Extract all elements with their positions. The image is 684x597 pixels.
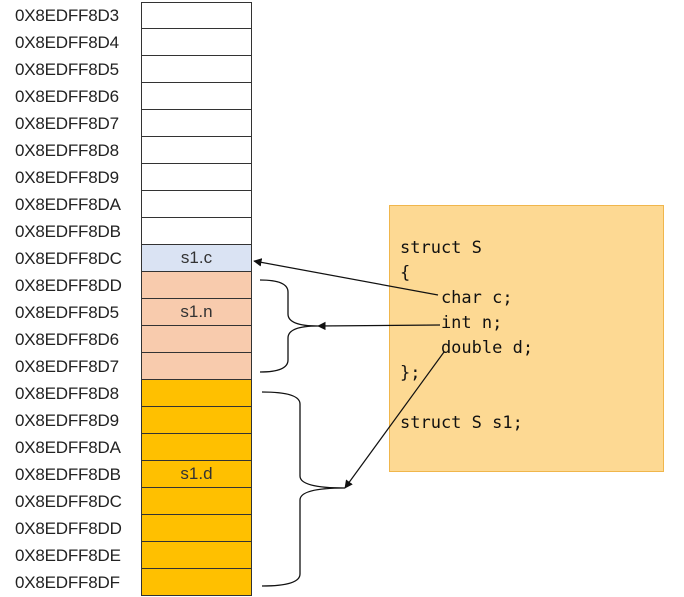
memory-cell-s1-n: s1.n bbox=[141, 299, 252, 326]
code-line: }; bbox=[400, 363, 421, 383]
arrow-double-d bbox=[344, 351, 445, 489]
struct-code-box: struct S { char c; int n; double d; }; s… bbox=[389, 205, 664, 472]
address-label: 0X8EDFF8DE bbox=[15, 546, 121, 565]
address-label: 0X8EDFF8DB bbox=[15, 465, 121, 484]
memory-cell bbox=[141, 83, 252, 110]
address-label: 0X8EDFF8D3 bbox=[15, 6, 119, 25]
memory-cell-s1-c: s1.c bbox=[141, 245, 252, 272]
address-label: 0X8EDFF8D6 bbox=[15, 330, 119, 349]
address-label: 0X8EDFF8D4 bbox=[15, 33, 119, 52]
memory-cell bbox=[141, 326, 252, 353]
address-label: 0X8EDFF8D6 bbox=[15, 87, 119, 106]
memory-cell bbox=[141, 56, 252, 83]
address-label: 0X8EDFF8DD bbox=[15, 276, 122, 295]
memory-cell bbox=[141, 164, 252, 191]
address-label: 0X8EDFF8D9 bbox=[15, 168, 119, 187]
address-label: 0X8EDFF8DA bbox=[15, 438, 121, 457]
address-label: 0X8EDFF8D9 bbox=[15, 411, 119, 430]
arrow-char-c bbox=[253, 258, 439, 296]
address-label: 0X8EDFF8D5 bbox=[15, 60, 119, 79]
memory-cell bbox=[141, 353, 252, 380]
address-label: 0X8EDFF8D8 bbox=[15, 141, 119, 160]
code-line: struct S s1; bbox=[400, 413, 523, 433]
code-line: int n; bbox=[400, 313, 503, 333]
memory-cell bbox=[141, 137, 252, 164]
address-label: 0X8EDFF8D5 bbox=[15, 303, 119, 322]
memory-cell bbox=[141, 191, 252, 218]
address-label: 0X8EDFF8DA bbox=[15, 195, 121, 214]
address-label: 0X8EDFF8DD bbox=[15, 519, 122, 538]
memory-cell bbox=[141, 29, 252, 56]
address-label: 0X8EDFF8DC bbox=[15, 249, 122, 268]
address-label: 0X8EDFF8DB bbox=[15, 222, 121, 241]
address-label: 0X8EDFF8DF bbox=[15, 573, 120, 592]
memory-cell bbox=[141, 380, 252, 407]
address-label: 0X8EDFF8D7 bbox=[15, 114, 119, 133]
memory-cell bbox=[141, 515, 252, 542]
code-line: struct S bbox=[400, 238, 482, 258]
memory-cell-s1-d: s1.d bbox=[141, 461, 252, 488]
memory-cell bbox=[141, 272, 252, 299]
address-label: 0X8EDFF8DC bbox=[15, 492, 122, 511]
code-line: char c; bbox=[400, 288, 513, 308]
memory-cell bbox=[141, 569, 252, 596]
memory-cell bbox=[141, 407, 252, 434]
arrow-int-n bbox=[317, 321, 441, 331]
memory-cell bbox=[141, 434, 252, 461]
memory-cell bbox=[141, 542, 252, 569]
code-line: double d; bbox=[400, 338, 534, 358]
brace-s1-d bbox=[261, 391, 346, 587]
memory-cell bbox=[141, 488, 252, 515]
address-label: 0X8EDFF8D8 bbox=[15, 384, 119, 403]
memory-cell bbox=[141, 110, 252, 137]
address-label: 0X8EDFF8D7 bbox=[15, 357, 119, 376]
memory-cell bbox=[141, 218, 252, 245]
brace-s1-n bbox=[259, 279, 319, 373]
code-line: { bbox=[400, 263, 411, 283]
memory-cell bbox=[141, 2, 252, 29]
